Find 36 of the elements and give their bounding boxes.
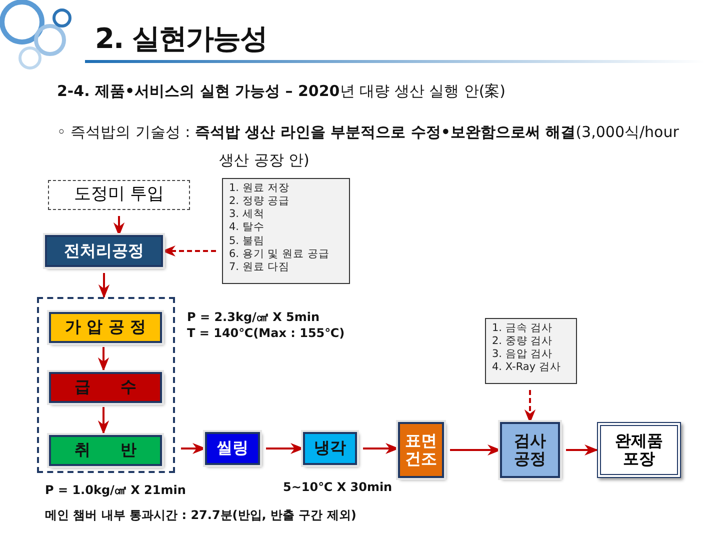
process-box: 가 압 공 정 [49,312,162,343]
list-item: 6. 용기 및 원료 공급 [229,248,330,261]
arrow [98,347,110,372]
note-box [485,318,577,384]
list-item: 4. X-Ray 검사 [492,361,562,374]
title: 2. 실현가능성 [95,21,267,57]
list-item: 5. 불림 [229,234,266,248]
process-box: 전처리공정 [45,235,163,267]
arrow [98,407,110,434]
section-heading: 2-4. 제품•서비스의 실현 가능성 – 2020년 대량 생산 실행 안(案) [57,82,506,101]
list-item: 2. 정량 공급 [229,195,291,208]
spec-text: T = 140℃(Max : 155℃) [187,326,345,340]
bullet-text: ◦ 즉석밥의 기술성 : 즉석밥 생산 라인을 부분적으로 수정•보완함으로써 해결(3,000식/hour 생산 공장 안) [57,122,680,171]
list-item: 1. 원료 저장 [229,182,291,196]
dashed-group-frame [37,297,175,473]
process-box: 씰링 [205,432,260,465]
arrow [98,273,110,298]
spec-text: P = 2.3kg/㎠ X 5min [187,309,320,326]
list-item: 4. 탈수 [229,221,266,234]
note-text: 메인 챔버 내부 통과시간 : 27.7분(반입, 반출 구간 제외) [45,507,356,524]
note-box [222,178,350,284]
input-step-box: 도정미 투입 [48,180,190,210]
list-item: 3. 세척 [229,208,266,222]
process-box: 냉각 [303,432,357,465]
list-item: 2. 중량 검사 [492,335,554,348]
process-box: 취 반 [49,435,162,466]
spec-text: P = 1.0kg/㎠ X 21min [45,482,186,499]
spec-text: 5~10℃ X 30min [283,480,392,494]
process-box: 검사 공정 [500,422,560,478]
list-item: 1. 금속 검사 [492,322,554,336]
arrow [566,444,598,456]
list-item: 3. 음압 검사 [492,348,554,362]
process-box: 완제품 포장 [597,422,681,478]
list-item: 7. 원료 다짐 [229,260,291,274]
process-box: 표면 건조 [398,422,444,478]
process-box: 급 수 [49,372,162,403]
